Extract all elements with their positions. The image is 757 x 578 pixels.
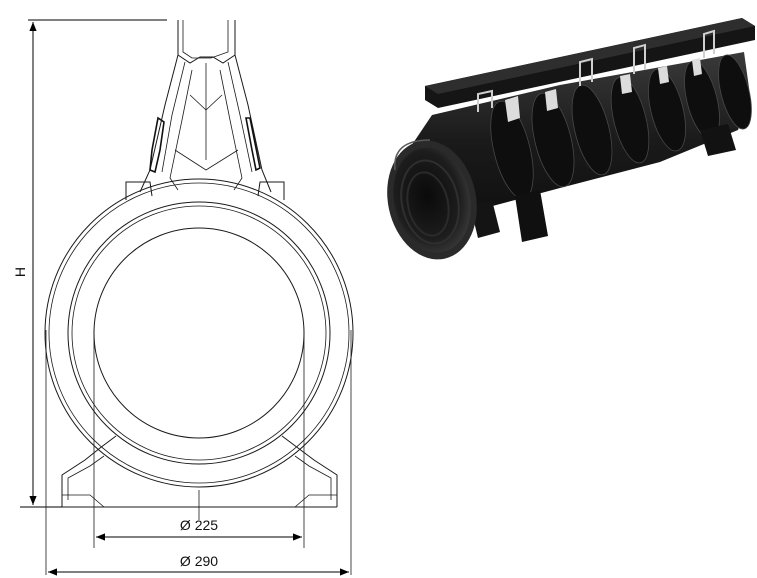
left-shoulder-tab xyxy=(125,181,153,200)
base-left-foot-inner xyxy=(67,455,105,500)
outer-diameter-dimension: Ø 290 xyxy=(48,553,349,576)
web-openings xyxy=(505,58,702,122)
base-foot xyxy=(470,200,500,238)
neck-left-rib xyxy=(169,69,193,191)
height-label: H xyxy=(12,267,28,277)
top-channel-inner xyxy=(182,20,229,59)
front-view-drawing xyxy=(20,19,354,575)
socket-inner-ring xyxy=(400,159,460,245)
socket-highlight xyxy=(394,139,431,171)
neck-right-rib xyxy=(219,69,243,191)
neck-right-inner xyxy=(227,61,253,173)
inner-diameter-dimension: Ø 225 xyxy=(96,517,302,541)
socket-inner-ring xyxy=(406,171,450,237)
socket-opening xyxy=(393,147,471,253)
pipe-outer-circle-2 xyxy=(48,182,350,484)
neck-right-outer xyxy=(234,54,272,193)
right-shoulder-tab xyxy=(257,181,285,200)
base-foot xyxy=(700,124,736,156)
base-right-foot xyxy=(281,435,338,507)
inner-diameter-label: Ø 225 xyxy=(180,517,218,533)
neck-gusset xyxy=(189,94,223,111)
body-ribs xyxy=(490,54,752,200)
clip xyxy=(633,43,646,74)
rib xyxy=(718,54,752,130)
rib xyxy=(531,92,575,188)
base-right-foot-inner xyxy=(294,455,332,500)
neck-left-outer xyxy=(139,54,179,193)
web-opening xyxy=(620,74,632,94)
rib xyxy=(648,68,686,152)
left-side-clip xyxy=(149,116,165,174)
pipe-bell-circle xyxy=(67,201,331,465)
top-channel-outline xyxy=(177,20,236,64)
clip xyxy=(703,29,715,58)
top-rail-surface xyxy=(425,18,755,94)
base-left-foot xyxy=(61,435,117,507)
clip xyxy=(477,89,493,112)
base-left-detail xyxy=(62,494,105,508)
black-plastic-slotted-drainage-channel-render xyxy=(387,18,755,260)
neck-gusset-lower xyxy=(174,149,239,171)
metal-clips xyxy=(477,29,715,112)
right-side-clip xyxy=(245,117,261,172)
pipe-bell-circle-2 xyxy=(71,205,327,461)
web-opening xyxy=(545,89,558,111)
web-opening xyxy=(692,58,702,76)
pipe-inner-circle xyxy=(93,227,305,439)
pipe-outer-circle xyxy=(44,178,354,488)
outer-diameter-label: Ø 290 xyxy=(180,553,218,569)
clip xyxy=(579,57,593,86)
rib xyxy=(610,76,650,164)
neck-left-inner xyxy=(161,61,186,173)
base-foot xyxy=(515,190,548,242)
height-dimension: H xyxy=(12,22,37,505)
base-right-detail xyxy=(294,494,337,508)
web-opening xyxy=(505,96,520,122)
web-opening xyxy=(658,66,669,84)
